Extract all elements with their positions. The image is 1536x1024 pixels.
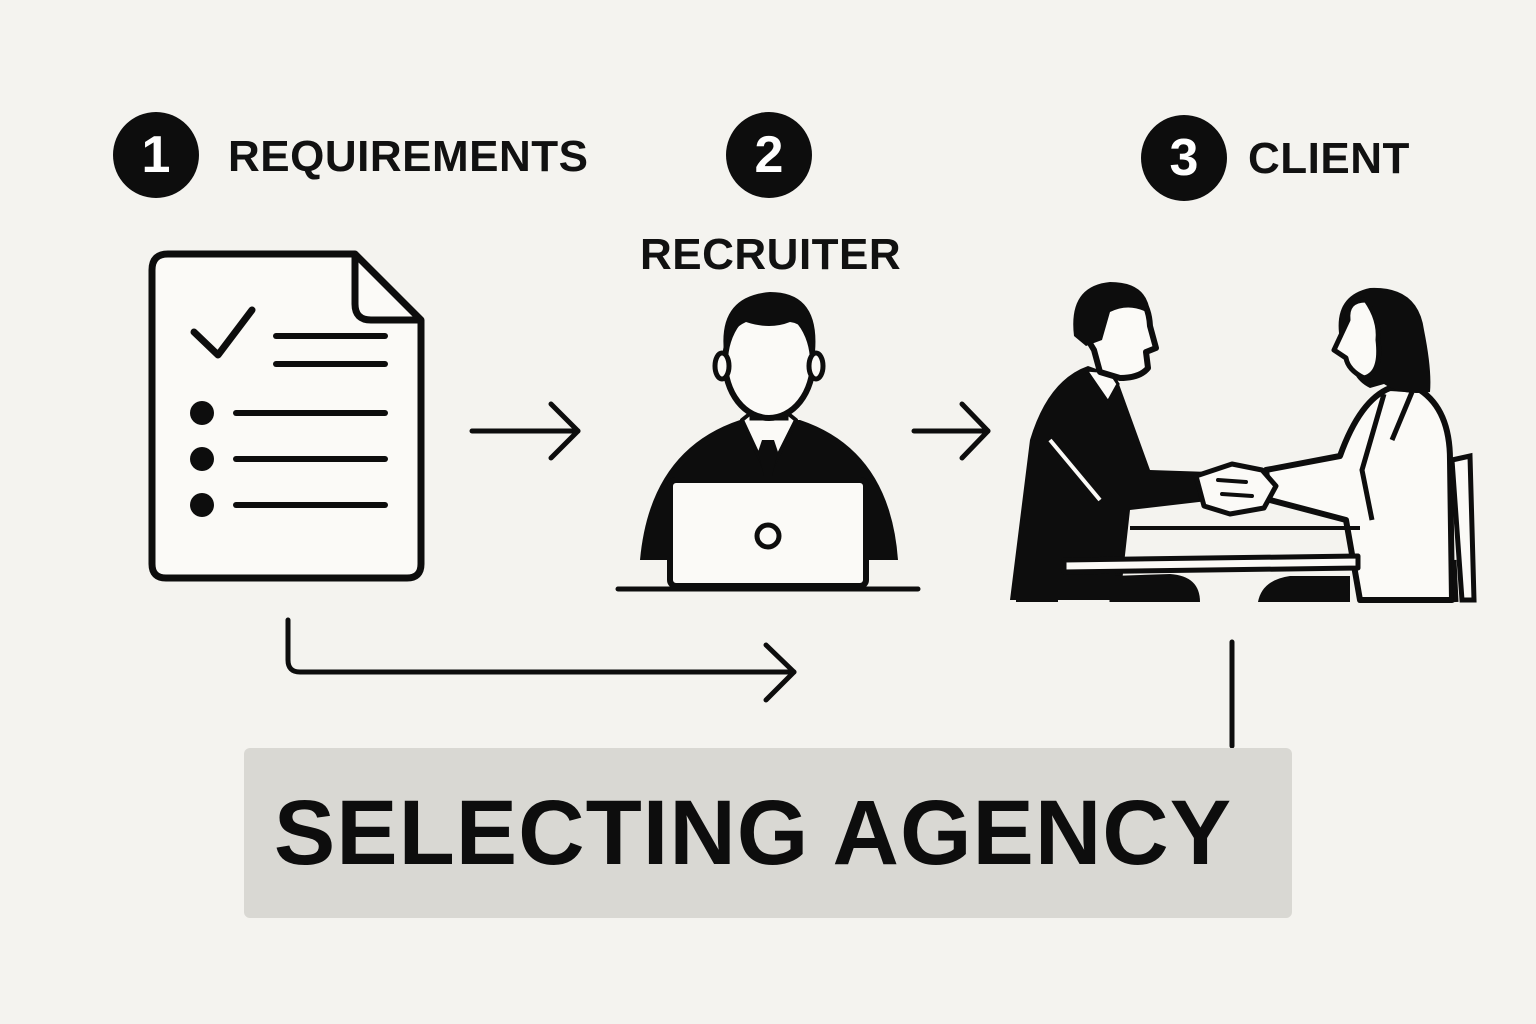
arrow-icon [911,401,991,461]
selecting-agency-label: SELECTING AGENCY [273,781,1233,884]
step-3-badge: 3 [1141,115,1227,201]
bypass-arrow-icon [285,617,797,703]
checklist-document-icon [148,250,425,582]
step-1-badge: 1 [113,112,199,198]
step-2-badge: 2 [726,112,812,198]
step-2-label: RECRUITER [640,230,902,279]
step-1-label: REQUIREMENTS [228,132,589,181]
recruiter-laptop-icon [615,292,921,592]
step-3-label: CLIENT [1248,134,1410,183]
handshake-meeting-icon [1010,282,1477,603]
selecting-agency-box: SELECTING AGENCY [244,748,1292,918]
arrow-icon [469,401,581,461]
